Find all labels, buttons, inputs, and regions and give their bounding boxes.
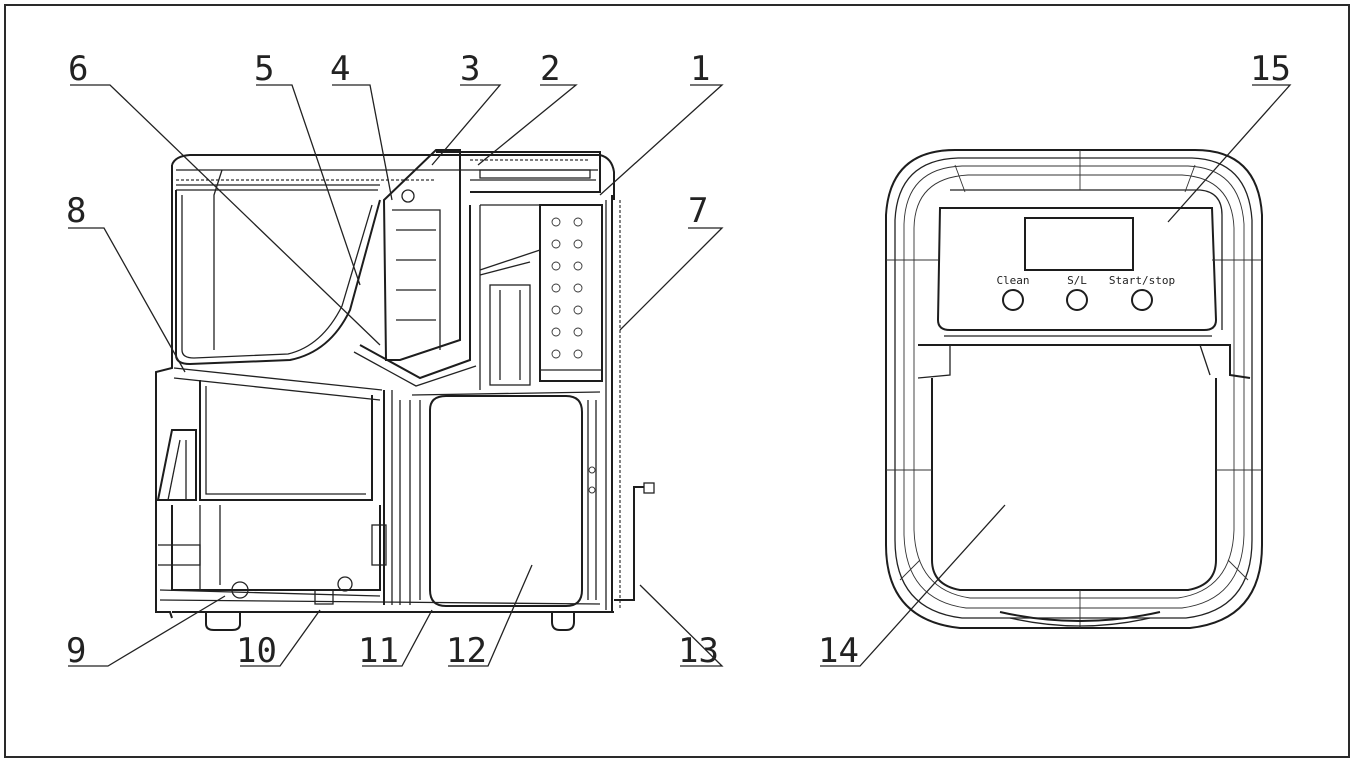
callout-13: 13 xyxy=(678,631,719,671)
start-stop-button-label: Start/stop xyxy=(1109,274,1175,287)
callout-labels: 1 2 3 4 5 6 7 8 9 10 11 12 13 14 15 xyxy=(66,49,1291,671)
display-screen xyxy=(1024,217,1134,271)
callout-3: 3 xyxy=(460,49,480,89)
callout-7: 7 xyxy=(688,191,708,231)
callout-8: 8 xyxy=(66,191,86,231)
callout-14: 14 xyxy=(818,631,859,671)
top-view xyxy=(885,149,1263,629)
callout-2: 2 xyxy=(540,49,560,89)
cross-section-view xyxy=(155,149,655,631)
callout-12: 12 xyxy=(446,631,487,671)
leader-lines xyxy=(68,84,1292,667)
start-stop-button[interactable] xyxy=(1131,289,1153,311)
control-buttons: Clean S/L Start/stop xyxy=(996,274,1175,311)
callout-15: 15 xyxy=(1250,49,1291,89)
callout-10: 10 xyxy=(236,631,277,671)
sl-button[interactable] xyxy=(1066,289,1088,311)
clean-button-label: Clean xyxy=(996,274,1029,287)
callout-1: 1 xyxy=(690,49,710,89)
callout-4: 4 xyxy=(330,49,350,89)
clean-button[interactable] xyxy=(1002,289,1024,311)
callout-6: 6 xyxy=(68,49,88,89)
callout-5: 5 xyxy=(254,49,274,89)
callout-9: 9 xyxy=(66,631,86,671)
callout-11: 11 xyxy=(358,631,399,671)
diagram-frame xyxy=(4,4,1350,758)
sl-button-label: S/L xyxy=(1067,274,1087,287)
